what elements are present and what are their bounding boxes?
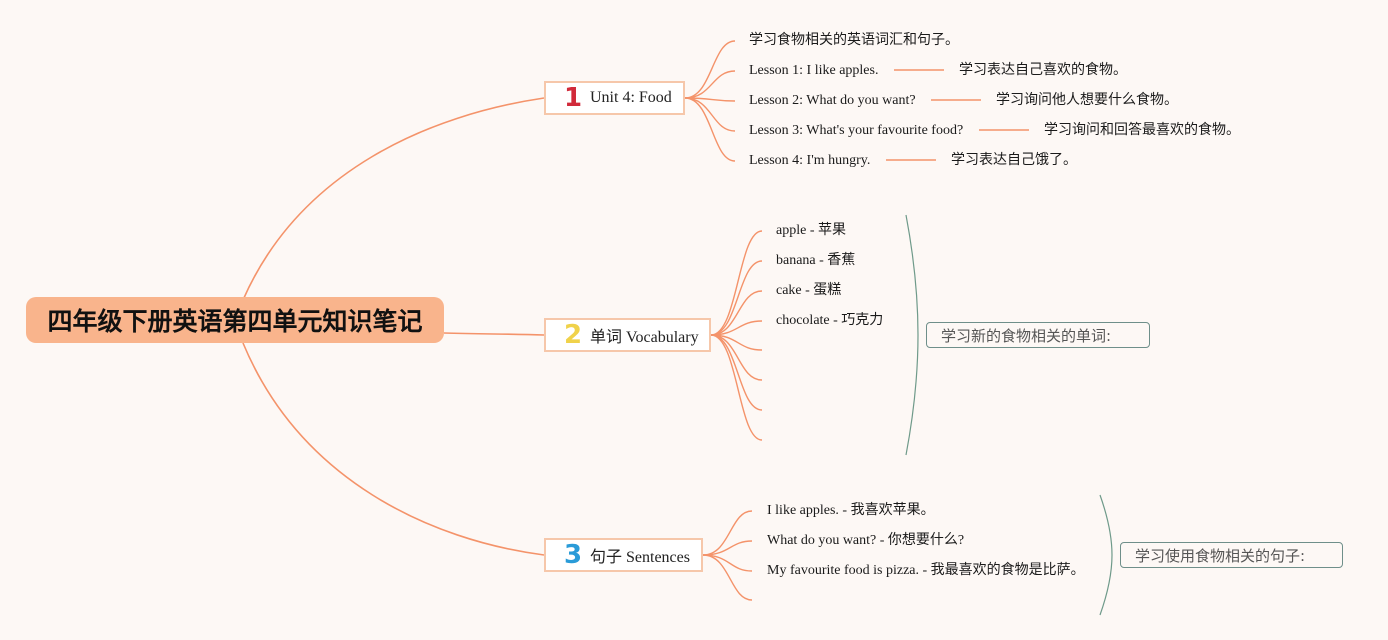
lesson-2[interactable]: Lesson 2: What do you want? bbox=[749, 93, 916, 108]
branch-sentences[interactable]: 3 句子 Sentences bbox=[544, 538, 703, 572]
lesson-1-note[interactable]: 学习表达自己喜欢的食物。 bbox=[959, 63, 1127, 78]
root-to-sentences-line bbox=[242, 342, 545, 556]
lesson-1[interactable]: Lesson 1: I like apples. bbox=[749, 63, 879, 78]
branch-unit[interactable]: 1 Unit 4: Food bbox=[544, 81, 685, 115]
vocabulary-leaf-line-2 bbox=[710, 290, 763, 336]
root-title: 四年级下册英语第四单元知识笔记 bbox=[47, 307, 423, 336]
sentence-2[interactable]: What do you want? - 你想要什么? bbox=[767, 533, 965, 548]
sentences-leaf-line-0 bbox=[702, 510, 753, 556]
vocab-banana[interactable]: banana - 香蕉 bbox=[776, 253, 856, 268]
sentence-3[interactable]: My favourite food is pizza. - 我最喜欢的食物是比萨… bbox=[767, 563, 1085, 578]
vocabulary-summary-text: 学习新的食物相关的单词: bbox=[941, 326, 1112, 345]
number-three-icon: 3 bbox=[563, 540, 583, 570]
root-node[interactable]: 四年级下册英语第四单元知识笔记 bbox=[26, 297, 444, 343]
unit-leaf-line-3 bbox=[684, 97, 736, 132]
vocabulary-summary[interactable]: 学习新的食物相关的单词: bbox=[926, 322, 1150, 348]
lesson-3-note[interactable]: 学习询问和回答最喜欢的食物。 bbox=[1044, 123, 1240, 138]
number-two-icon: 2 bbox=[563, 320, 583, 350]
vocabulary-leaf-line-5 bbox=[710, 334, 763, 381]
vocab-chocolate[interactable]: chocolate - 巧克力 bbox=[776, 313, 884, 328]
sentences-leaf-line-3 bbox=[702, 554, 753, 601]
sentence-1[interactable]: I like apples. - 我喜欢苹果。 bbox=[767, 503, 935, 518]
unit-leaf-line-1 bbox=[684, 70, 736, 99]
branch-vocabulary-title: 单词 Vocabulary bbox=[590, 329, 699, 346]
lesson-4-note[interactable]: 学习表达自己饿了。 bbox=[951, 153, 1077, 168]
vocabulary-leaf-line-6 bbox=[710, 334, 763, 411]
sentences-summary[interactable]: 学习使用食物相关的句子: bbox=[1120, 542, 1343, 568]
branch-unit-title: Unit 4: Food bbox=[590, 89, 672, 106]
lesson-4[interactable]: Lesson 4: I'm hungry. bbox=[749, 153, 871, 168]
unit-leaf-line-0 bbox=[684, 40, 736, 99]
vocabulary-bracket bbox=[905, 214, 919, 456]
vocabulary-leaf-line-7 bbox=[710, 334, 763, 441]
unit-leaf-line-4 bbox=[684, 97, 736, 162]
root-to-vocabulary-line bbox=[443, 332, 545, 336]
lesson-2-note[interactable]: 学习询问他人想要什么食物。 bbox=[996, 93, 1178, 108]
unit-intro[interactable]: 学习食物相关的英语词汇和句子。 bbox=[749, 33, 959, 48]
number-one-icon: 1 bbox=[563, 83, 583, 113]
sentences-leaf-line-1 bbox=[702, 540, 753, 556]
vocabulary-leaf-line-1 bbox=[710, 260, 763, 336]
branch-vocabulary[interactable]: 2 单词 Vocabulary bbox=[544, 318, 711, 352]
vocabulary-leaf-line-0 bbox=[710, 230, 763, 336]
vocab-apple[interactable]: apple - 苹果 bbox=[776, 223, 846, 238]
vocabulary-leaf-line-3 bbox=[710, 320, 763, 336]
sentences-summary-text: 学习使用食物相关的句子: bbox=[1135, 546, 1306, 565]
sentences-bracket bbox=[1099, 494, 1113, 616]
root-to-unit-line bbox=[242, 97, 545, 301]
sentences-leaf-line-2 bbox=[702, 554, 753, 572]
branch-sentences-title: 句子 Sentences bbox=[590, 549, 690, 566]
lesson-3[interactable]: Lesson 3: What's your favourite food? bbox=[749, 123, 964, 138]
vocab-cake[interactable]: cake - 蛋糕 bbox=[776, 283, 842, 298]
